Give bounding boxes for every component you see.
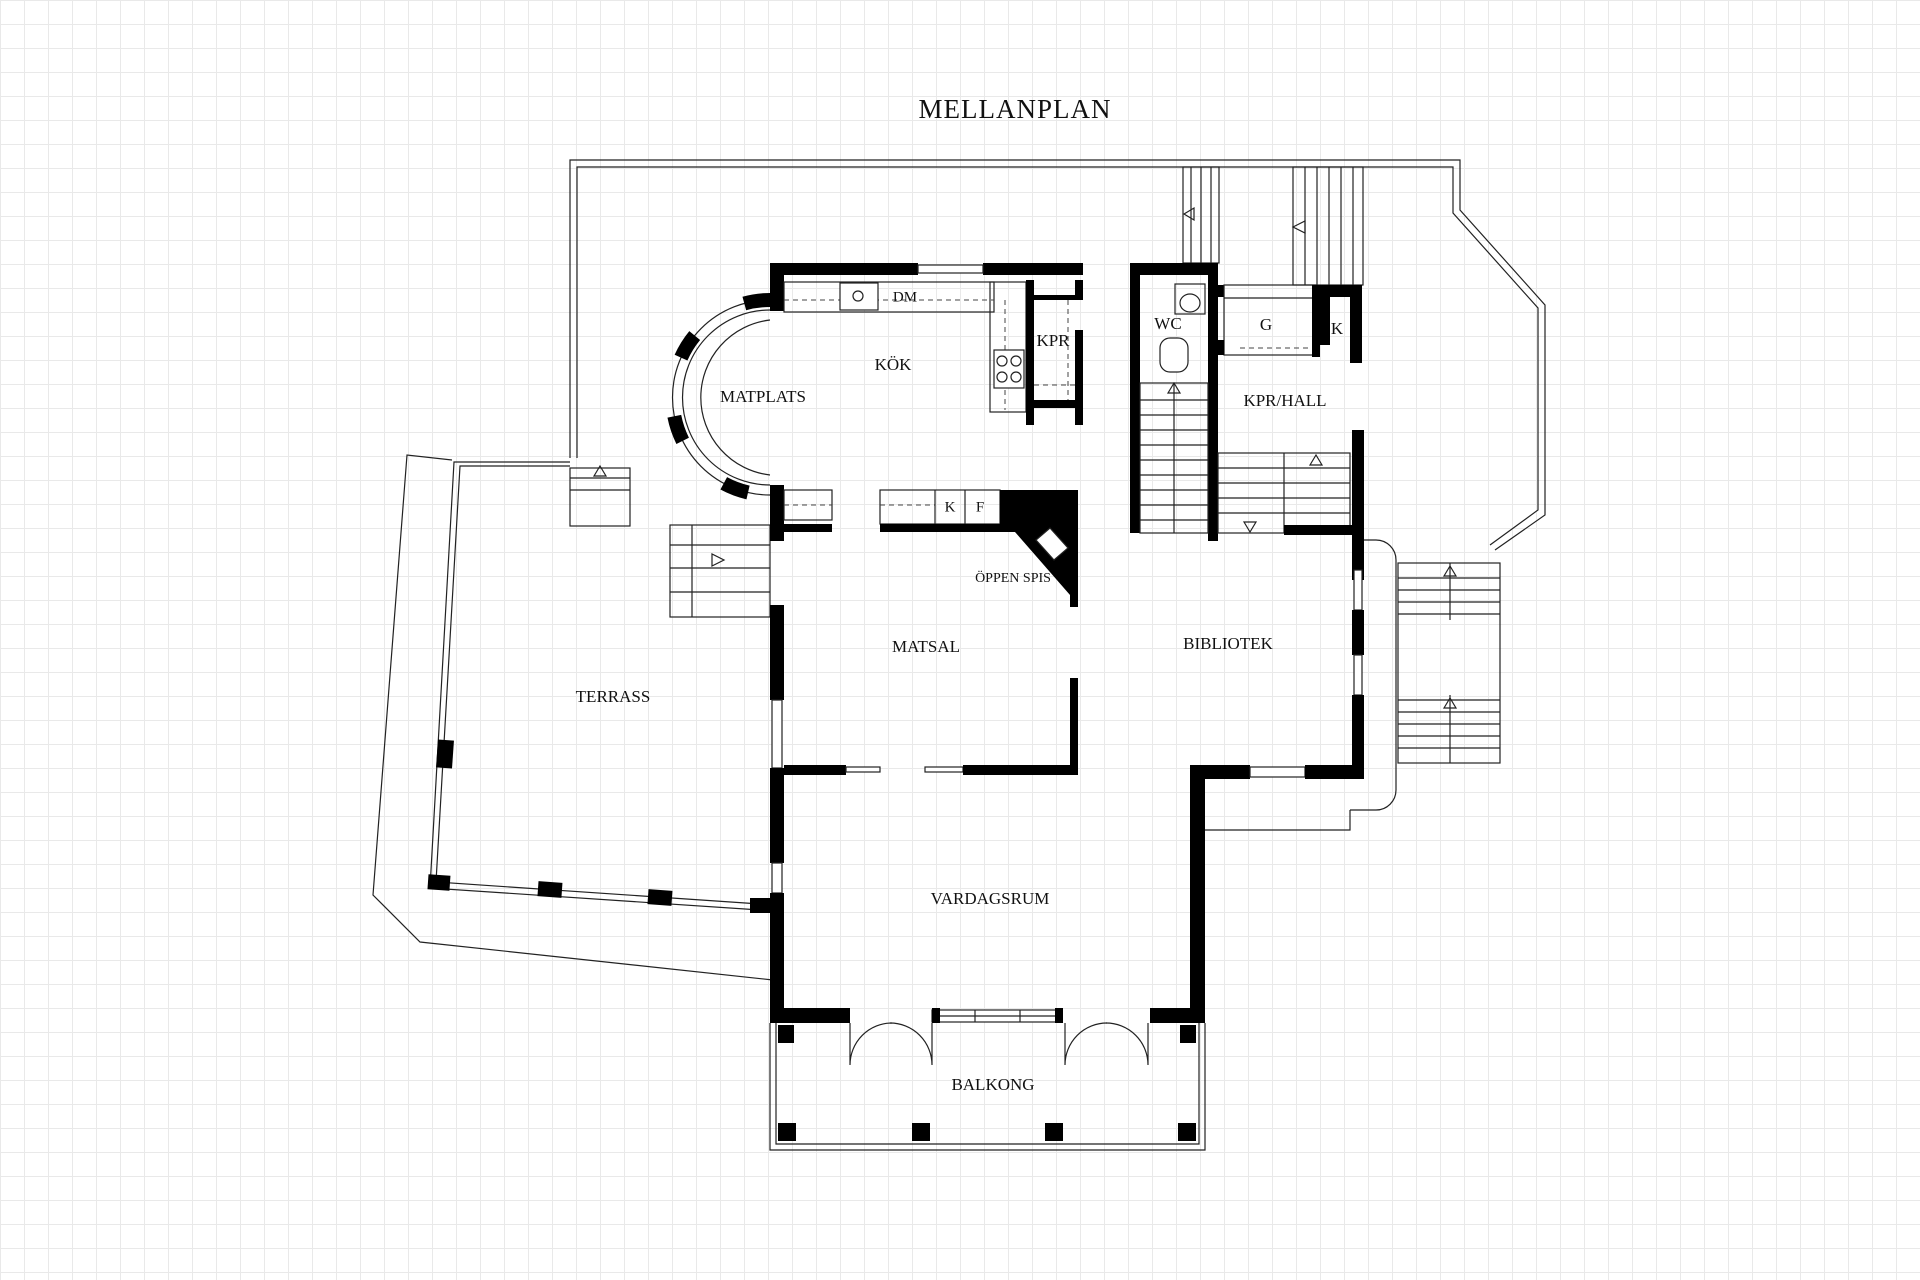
room-label-bibliotek: BIBLIOTEK xyxy=(1183,634,1273,653)
room-labels: KÖK MATPLATS KPR/HALL ÖPPEN SPIS MATSAL … xyxy=(576,355,1327,1094)
closet-k-label: K xyxy=(1331,319,1344,338)
kitchen-counter: DM xyxy=(783,281,1027,413)
interior-partitions xyxy=(784,595,1078,775)
room-label-oppen-spis: ÖPPEN SPIS xyxy=(975,569,1051,586)
room-label-matplats: MATPLATS xyxy=(720,387,806,406)
counter-f-label: F xyxy=(976,499,984,515)
room-label-kok: KÖK xyxy=(875,355,913,374)
room-label-vardagsrum: VARDAGSRUM xyxy=(931,889,1050,908)
northeast-stairs xyxy=(1182,166,1364,286)
hall-stairs xyxy=(1217,452,1354,535)
dishwasher-label: DM xyxy=(893,289,917,305)
room-label-balkong: BALKONG xyxy=(951,1075,1034,1094)
plan-title: MELLANPLAN xyxy=(919,94,1112,124)
dining-bay xyxy=(665,293,784,541)
exterior-walls xyxy=(770,263,1364,1023)
room-label-kpr-hall: KPR/HALL xyxy=(1243,391,1326,410)
wc: WC xyxy=(1130,263,1218,541)
counter-k-label: K xyxy=(945,499,956,515)
kitchen-pantry-label: KPR xyxy=(1036,331,1070,350)
balcony xyxy=(769,1022,1206,1151)
east-entrance-stairs xyxy=(1205,539,1501,831)
upper-terrace xyxy=(569,159,1546,551)
room-label-terrass: TERRASS xyxy=(576,687,651,706)
room-label-matsal: MATSAL xyxy=(892,637,960,656)
wc-label: WC xyxy=(1154,314,1181,333)
fireplace-area: K F xyxy=(783,489,1078,595)
closet-g-label: G xyxy=(1260,315,1272,334)
hall-closets: G K xyxy=(1218,284,1344,357)
kitchen-pantry: KPR xyxy=(1026,280,1083,425)
interior-stairs xyxy=(1130,381,1209,534)
west-terrace xyxy=(372,454,774,981)
